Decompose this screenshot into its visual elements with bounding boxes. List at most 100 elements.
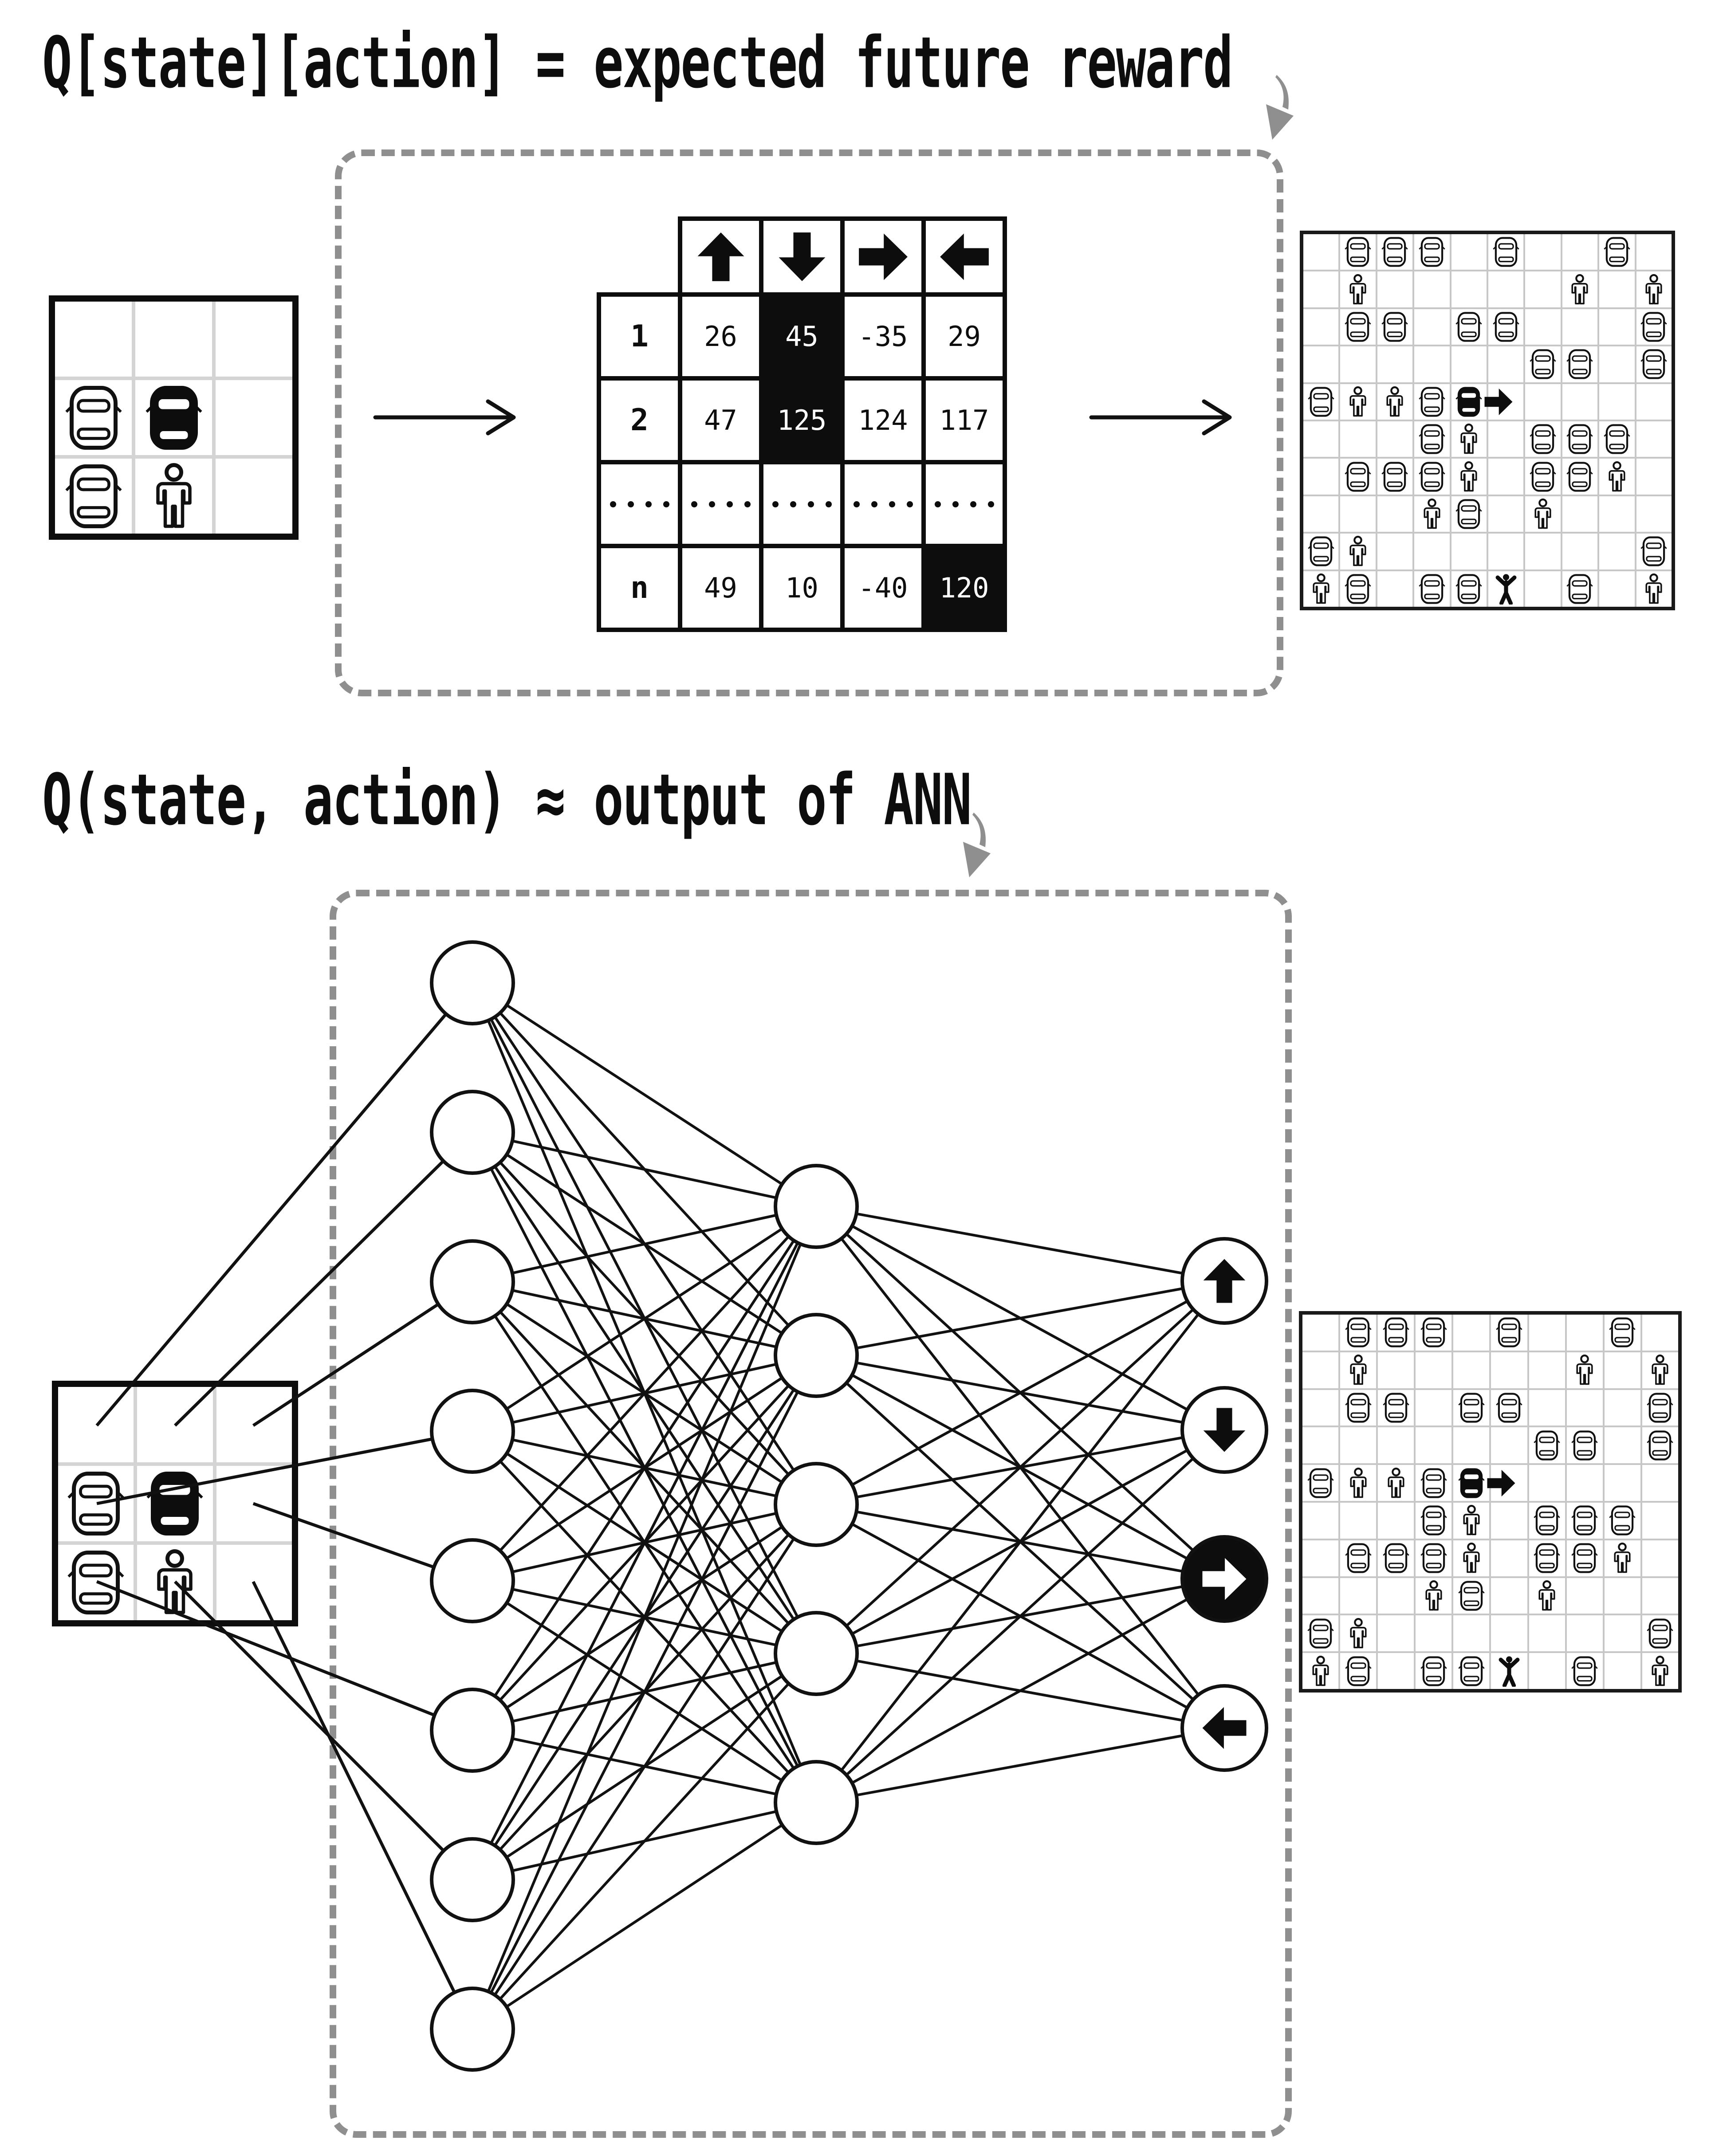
world-grid-cell — [1491, 1427, 1527, 1464]
world-grid-cell — [1416, 1427, 1452, 1464]
world-grid-cell — [1414, 384, 1450, 420]
world-grid-cell — [1566, 1427, 1603, 1464]
q-table-value: 47 — [682, 381, 759, 460]
q-table-value: -40 — [845, 548, 921, 628]
q-table-value — [845, 464, 921, 544]
world-grid-cell — [1488, 234, 1524, 270]
world-grid-cell — [1642, 1315, 1678, 1351]
person-icon — [1531, 1580, 1562, 1611]
world-grid-cell — [1303, 234, 1339, 270]
car-icon — [1644, 1618, 1676, 1649]
world-grid-cell — [1416, 1540, 1452, 1576]
world-grid-cell — [1525, 459, 1561, 495]
dot — [807, 501, 814, 507]
world-grid-cell — [1303, 271, 1339, 307]
state-grid-cell — [135, 459, 212, 534]
world-grid-cell — [1642, 1352, 1678, 1388]
car-icon — [1342, 311, 1373, 342]
person-icon — [1638, 573, 1669, 605]
world-grid-cell — [1377, 309, 1413, 345]
person-icon — [142, 1549, 208, 1616]
car-icon — [1456, 1656, 1487, 1687]
state-grid-cell — [137, 1466, 213, 1541]
world-grid-cell — [1636, 346, 1672, 382]
car-icon — [1416, 573, 1448, 605]
state-grid-cell — [216, 459, 292, 534]
dot — [871, 501, 877, 507]
world-grid-cell — [1636, 571, 1672, 607]
car-icon — [1418, 1656, 1449, 1687]
world-grid-cell — [1378, 1578, 1414, 1614]
world-grid-cell — [1488, 309, 1524, 345]
car-icon — [1306, 536, 1337, 567]
world-grid-cell — [1636, 384, 1672, 420]
dot — [663, 501, 669, 507]
goal-person-icon — [1491, 573, 1522, 605]
world-grid-cell — [1340, 271, 1376, 307]
person-icon — [1418, 1580, 1449, 1611]
world-grid-cell — [1642, 1390, 1678, 1426]
car-icon — [63, 1549, 129, 1616]
car-icon — [63, 1470, 129, 1537]
world-grid-cell — [1451, 459, 1487, 495]
world-grid-cell — [1599, 421, 1635, 457]
world-grid-cell — [1416, 1653, 1452, 1689]
world-grid-cell — [1303, 421, 1339, 457]
car-icon — [1601, 424, 1632, 455]
person-icon — [1306, 573, 1337, 605]
world-grid-cell — [1599, 346, 1635, 382]
person-icon — [1564, 274, 1595, 305]
car-icon — [1381, 1317, 1412, 1348]
world-grid-cell — [1302, 1578, 1339, 1614]
world-grid-cell — [1378, 1465, 1414, 1501]
car-icon — [1416, 386, 1448, 417]
world-grid-cell — [1377, 459, 1413, 495]
world-grid-cell — [1303, 571, 1339, 607]
world-grid-cell — [1599, 496, 1635, 532]
world-grid-cell — [1303, 309, 1339, 345]
car-icon — [1416, 236, 1448, 267]
world-grid-cell — [1340, 1427, 1377, 1464]
up-arrow-icon — [694, 230, 748, 284]
world-grid-cell — [1451, 496, 1487, 532]
world-grid-cell — [1377, 271, 1413, 307]
car-icon — [1418, 1468, 1449, 1499]
world-grid-cell — [1416, 1503, 1452, 1539]
world-grid-cell — [1451, 421, 1487, 457]
car-icon — [1527, 424, 1558, 455]
world-grid-cell — [1529, 1578, 1565, 1614]
title-q-ann: Q(state, action) ≈ output of ANN — [42, 759, 972, 841]
world-grid-cell — [1642, 1578, 1678, 1614]
state-grid-cell — [55, 459, 132, 534]
world-grid-cell — [1529, 1465, 1565, 1501]
q-table-value: 10 — [763, 548, 840, 628]
world-grid-cell — [1525, 384, 1561, 420]
world-grid-cell — [1604, 1540, 1640, 1576]
person-icon — [1342, 386, 1373, 417]
world-grid-cell — [1491, 1315, 1527, 1351]
down-arrow-icon — [775, 230, 829, 284]
q-table-value: 124 — [845, 381, 921, 460]
curved-arrow-icon — [1266, 75, 1294, 140]
world-grid-cell — [1416, 1615, 1452, 1652]
world-grid-cell — [1636, 271, 1672, 307]
state-grid-cell — [58, 1466, 134, 1541]
car-icon — [1453, 573, 1484, 605]
ellipsis-dots — [853, 501, 913, 507]
state-grid-cell — [135, 302, 212, 377]
world-grid-cell — [1599, 384, 1635, 420]
person-icon — [1379, 386, 1410, 417]
car-icon — [1569, 1656, 1600, 1687]
person-icon — [1305, 1656, 1336, 1687]
world-grid-cell — [1416, 1465, 1452, 1501]
car-icon — [1343, 1317, 1374, 1348]
q-table-row-label: 1 — [601, 297, 678, 376]
world-grid-cell — [1340, 1352, 1377, 1388]
person-icon — [1453, 424, 1484, 455]
car-icon — [1644, 1392, 1676, 1423]
world-grid-cell — [1302, 1427, 1339, 1464]
person-icon — [141, 463, 207, 530]
car-icon — [1456, 1392, 1487, 1423]
state-grid-cell — [137, 1387, 213, 1462]
